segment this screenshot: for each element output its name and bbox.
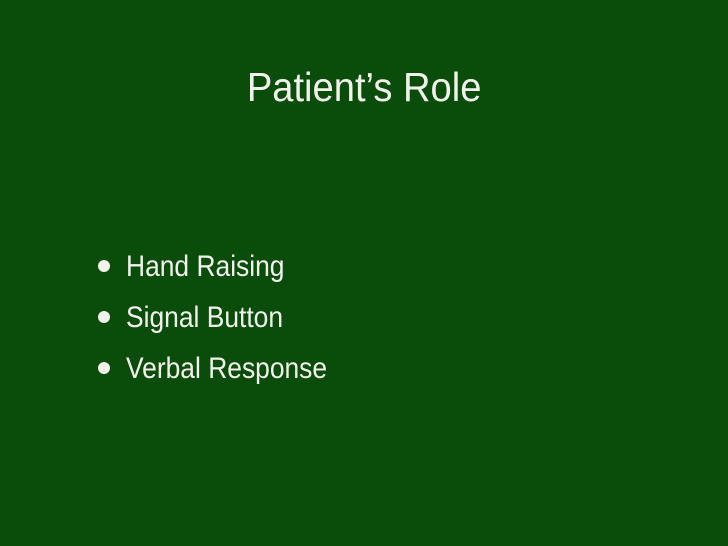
bullet-label: Verbal Response xyxy=(126,352,328,385)
bullet-dot-icon xyxy=(98,311,110,323)
bullet-dot-icon xyxy=(98,362,110,374)
slide-title: Patient’s Role xyxy=(0,63,728,111)
list-item: Verbal Response xyxy=(98,343,355,394)
list-item: Hand Raising xyxy=(98,241,355,292)
bullet-label: Hand Raising xyxy=(126,250,285,283)
bullet-list: Hand Raising Signal Button Verbal Respon… xyxy=(98,241,355,394)
bullet-dot-icon xyxy=(98,260,110,272)
slide-title-text: Patient’s Role xyxy=(246,64,482,110)
list-item: Signal Button xyxy=(98,292,355,343)
bullet-label: Signal Button xyxy=(126,301,284,334)
